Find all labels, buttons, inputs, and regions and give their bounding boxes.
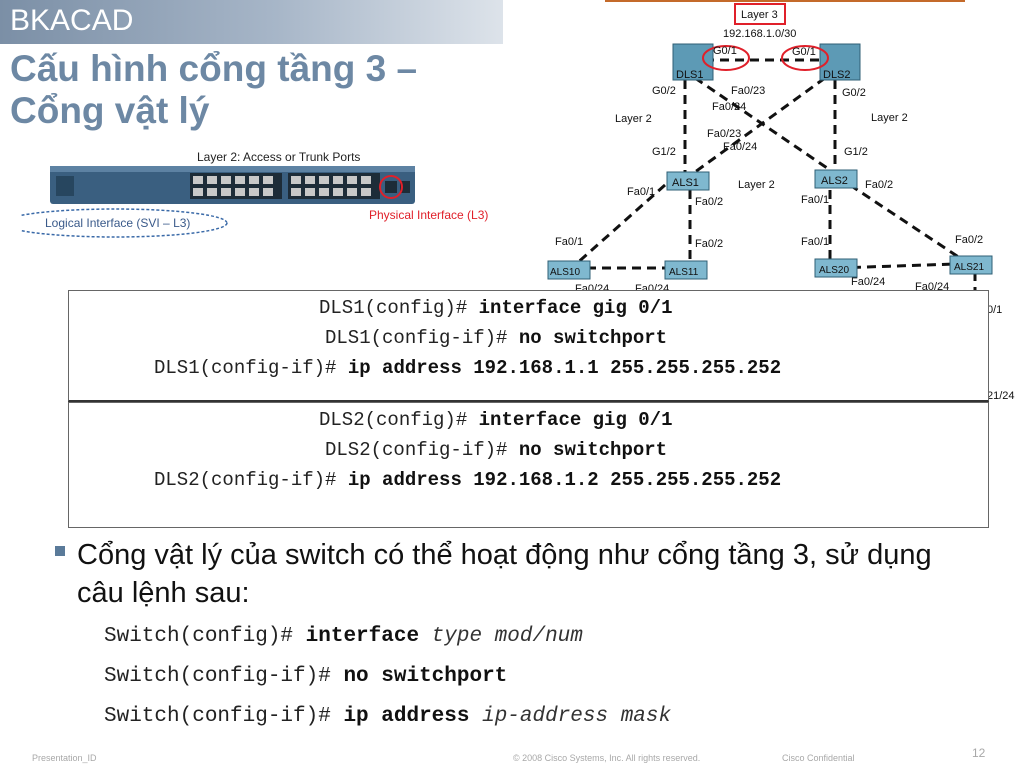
port-label: G0/1: [792, 46, 816, 58]
config-line: DLS1(config)# interface gig 0/1: [319, 297, 673, 319]
port-grid: [193, 176, 371, 196]
brand-label: BKACAD: [10, 4, 134, 37]
config-line: DLS2(config)# interface gig 0/1: [319, 409, 673, 431]
logical-interface-label: Logical Interface (SVI – L3): [45, 216, 190, 230]
port-label: Fa0/2: [955, 234, 983, 246]
dls2-g01-highlight: [781, 45, 829, 71]
svg-text:ALS1: ALS1: [672, 177, 699, 189]
port-label: 0/1: [987, 304, 1002, 316]
syntax-line: Switch(config-if)# no switchport: [104, 665, 508, 688]
subnet-label: 192.168.1.0/30: [723, 28, 796, 40]
port-label: Fa0/24: [851, 276, 885, 288]
svg-text:ALS11: ALS11: [669, 267, 699, 278]
layer2-label-right: Layer 2: [871, 112, 908, 124]
svg-text:ALS10: ALS10: [550, 267, 580, 278]
port-label: Fa0/1: [801, 194, 829, 206]
port-label: 21/24: [987, 390, 1015, 402]
port-label: Fa0/23: [707, 128, 741, 140]
svg-text:ALS20: ALS20: [819, 265, 849, 276]
title-line-2: Cổng vật lý: [10, 90, 210, 131]
syntax-line: Switch(config)# interface type mod/num: [104, 625, 583, 648]
config-line: DLS1(config-if)# no switchport: [325, 327, 668, 349]
port-label: Fa0/1: [555, 236, 583, 248]
svg-text:ALS21: ALS21: [954, 262, 984, 273]
config-box-dls2: DLS2(config)# interface gig 0/1 DLS2(con…: [68, 402, 989, 528]
device-als1: ALS1: [666, 171, 710, 191]
physical-port-2: [400, 181, 410, 193]
config-line: DLS1(config-if)# ip address 192.168.1.1 …: [154, 357, 782, 379]
switch-chassis-top: [50, 166, 415, 172]
config-line: DLS2(config-if)# ip address 192.168.1.2 …: [154, 469, 782, 491]
layer2-label-left: Layer 2: [615, 113, 652, 125]
port-label: Fa0/24: [712, 101, 746, 113]
title-line-1: Cấu hình cổng tầng 3 –: [10, 48, 418, 89]
device-als21: ALS21: [949, 255, 993, 275]
port-label: G0/2: [842, 87, 866, 99]
port-label: Fa0/2: [695, 196, 723, 208]
footer-confidential: Cisco Confidential: [782, 753, 855, 763]
port-label: G0/1: [713, 45, 737, 57]
layer3-label: Layer 3: [741, 9, 778, 21]
page-number: 12: [972, 746, 986, 760]
top-edge-line: [605, 0, 965, 2]
port-label: Fa0/2: [695, 238, 723, 250]
svg-text:ALS2: ALS2: [821, 175, 848, 187]
device-als20: ALS20: [814, 258, 858, 278]
device-als10: ALS10: [547, 260, 591, 280]
layer2-label-mid: Layer 2: [738, 179, 775, 191]
footer-copyright: © 2008 Cisco Systems, Inc. All rights re…: [513, 753, 701, 763]
port-label: G1/2: [652, 146, 676, 158]
device-dls1: DLS1: [672, 43, 714, 81]
physical-port-highlight: [379, 175, 403, 199]
logical-interface-cloud: [20, 208, 228, 238]
topology-links: [574, 58, 977, 300]
port-label: Fa0/24: [723, 141, 757, 153]
network-topology: DLS1 DLS2 ALS1 ALS2 ALS10 ALS11 ALS20 AL…: [547, 0, 993, 300]
physical-interface-label: Physical Interface (L3): [369, 208, 488, 222]
layer3-box: [734, 3, 786, 25]
port-label: Fa0/23: [731, 85, 765, 97]
port-label: G0/2: [652, 85, 676, 97]
config-box-dls1: DLS1(config)# interface gig 0/1 DLS1(con…: [68, 290, 989, 402]
port-label: Fa0/1: [627, 186, 655, 198]
physical-port: [385, 181, 397, 193]
svg-text:DLS2: DLS2: [823, 69, 851, 81]
port-label: G1/2: [844, 146, 868, 158]
switch-logo-panel: [56, 176, 74, 196]
config-line: DLS2(config-if)# no switchport: [325, 439, 668, 461]
footer-presentation-id: Presentation_ID: [32, 753, 97, 763]
device-als2: ALS2: [814, 169, 858, 189]
port-label: Fa0/1: [801, 236, 829, 248]
switch-figure: Layer 2: Access or Trunk Ports Physical …: [20, 150, 488, 238]
slide-title: Cấu hình cổng tầng 3 – Cổng vật lý: [10, 48, 417, 132]
device-als11: ALS11: [664, 260, 708, 280]
dls1-g01-highlight: [702, 45, 750, 71]
bullet-marker: [55, 546, 65, 556]
layer2-ports-label: Layer 2: Access or Trunk Ports: [197, 150, 360, 164]
svg-text:DLS1: DLS1: [676, 69, 704, 81]
topology-edge-fragment: 0/1 21/24: [987, 304, 1015, 402]
header-bar: BKACAD: [0, 0, 503, 44]
syntax-line: Switch(config-if)# ip address ip-address…: [104, 705, 672, 728]
bullet-text: Cổng vật lý của switch có thể hoạt động …: [77, 539, 932, 609]
port-label: Fa0/2: [865, 179, 893, 191]
